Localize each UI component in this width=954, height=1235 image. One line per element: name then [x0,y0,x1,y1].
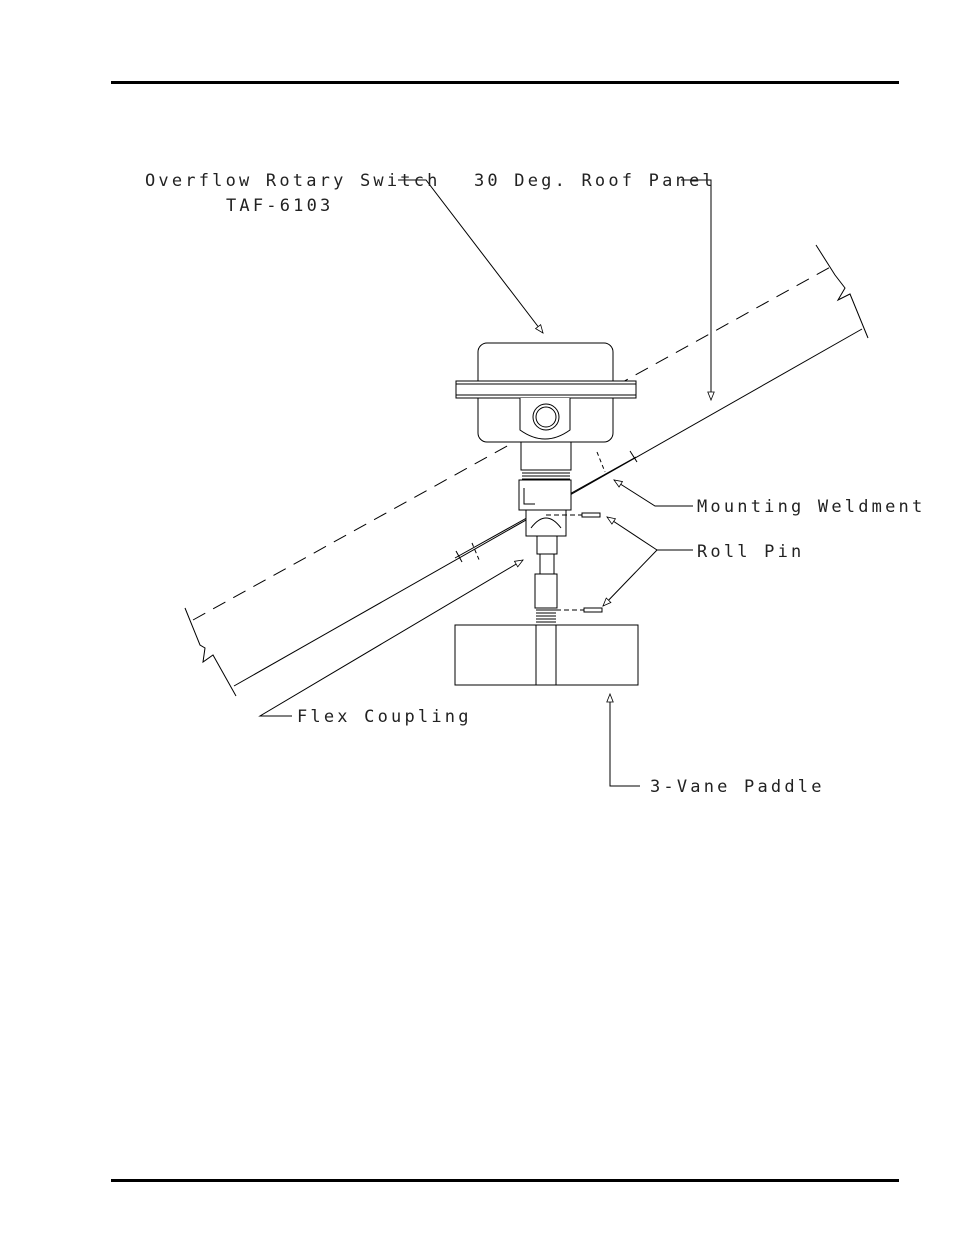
roll-pin-upper [582,513,600,517]
leaders [260,180,711,786]
shaft-lower [535,574,557,608]
label-paddle: 3-Vane Paddle [650,777,825,797]
label-roll-pin: Roll Pin [697,542,804,562]
shaft-upper [537,536,557,554]
leader-roof [681,180,711,400]
leader-paddle [610,694,640,786]
weldment-dash-right [597,452,605,472]
mounting-weldment-body [519,480,571,510]
leader-rollpin-lower [603,550,693,606]
label-roof-panel: 30 Deg. Roof Panel [474,171,716,191]
leader-rollpin-upper [607,517,657,550]
rotary-switch [455,343,638,685]
shaft [540,554,554,574]
label-switch-name: Overflow Rotary Switch [145,171,441,191]
shaft-collar [536,610,556,622]
leader-switch [398,180,543,333]
label-flex-coupling: Flex Coupling [297,707,472,727]
switch-neck [521,442,571,470]
label-switch-part: TAF-6103 [226,196,333,216]
roof-break-left [185,608,236,696]
paddle-hub [536,625,556,685]
leader-weldment [614,480,693,506]
roll-pin-lower [584,608,602,612]
flex-coupling-body [526,510,566,536]
roof-break-right [816,245,868,338]
thread-rings [522,470,570,479]
label-mounting-weldment: Mounting Weldment [697,497,925,517]
